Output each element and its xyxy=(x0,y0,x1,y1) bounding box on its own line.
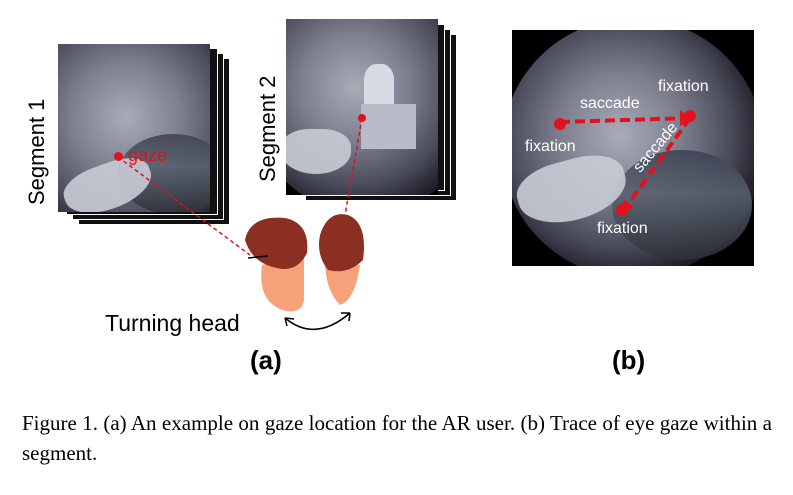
saccade-line-1 xyxy=(559,116,691,124)
trace-image xyxy=(512,30,754,266)
gaze-label: gaze xyxy=(128,145,168,165)
turning-arrow xyxy=(284,312,351,331)
panel-a-overlay xyxy=(117,114,366,331)
segment1-image xyxy=(58,44,210,212)
gaze-line-1 xyxy=(117,156,251,256)
head-icon-right xyxy=(319,214,364,305)
fixation-point-3 xyxy=(616,204,628,216)
panel-b-label: (b) xyxy=(612,345,646,375)
figure-caption: Figure 1. (a) An example on gaze locatio… xyxy=(22,411,772,465)
fixation-label-1: fixation xyxy=(525,138,576,155)
fixation-label-2: fixation xyxy=(658,78,709,95)
turning-head-label: Turning head xyxy=(105,310,240,336)
saccade-label-1: saccade xyxy=(580,95,640,112)
gaze-trace xyxy=(554,110,696,216)
head-icon-left xyxy=(245,217,308,312)
saccade-line-2 xyxy=(622,116,692,212)
fixation-point-2 xyxy=(684,110,696,122)
panel-a-label: (a) xyxy=(250,345,282,375)
segment2-image xyxy=(286,19,438,195)
gaze-line-2 xyxy=(344,117,363,216)
fixation-point-1 xyxy=(554,118,566,130)
fixation-label-3: fixation xyxy=(597,220,648,237)
